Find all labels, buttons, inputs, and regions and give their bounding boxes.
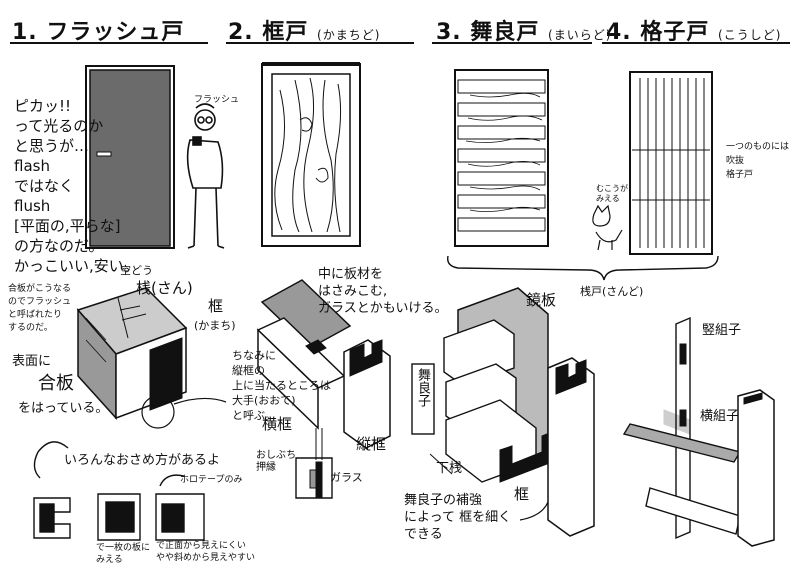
- maira-note: 舞良子の補強 によって 框を細く できる: [404, 493, 512, 542]
- label-frame-reading: (かまち): [194, 319, 236, 332]
- label-bottom-rail: 横框: [262, 415, 293, 433]
- cutaway-note: 合板がこうなる のでフラッシュ と呼ばれたり するのだ。: [8, 284, 72, 333]
- frame-trivia: ちなみに 縦框の 上に当たるところは 大手(おおて) と呼ぶ。: [232, 349, 331, 422]
- frame-door-drawing: [261, 62, 361, 247]
- lattice-door-drawing: [629, 71, 713, 255]
- fit-note: いろんなおさめ方があるよ: [64, 453, 221, 468]
- section-title-flush: 1. フラッシュ戸: [12, 14, 184, 46]
- leader-line: [429, 453, 453, 475]
- label-lower-rail: 下桟: [436, 461, 463, 476]
- maira-door-drawing: [454, 69, 549, 247]
- label-vertical-stile: 縦框: [356, 435, 387, 453]
- label-vertical-lattice: 竪組子: [702, 323, 742, 338]
- section-name: 舞良戸: [470, 20, 540, 45]
- label-cross-rail: 桟戸(さんど): [580, 285, 644, 298]
- label-mirror-board: 鏡板: [526, 291, 557, 309]
- brace-under-doors: [447, 255, 719, 281]
- detail-circle: [141, 395, 175, 429]
- label-stop-bead: おしぶち 押縁: [256, 450, 297, 473]
- section-name: 格子戸: [640, 20, 710, 45]
- section-number: 3.: [436, 20, 462, 45]
- section-reading: (こうしど): [718, 28, 782, 42]
- label-horizontal-lattice: 横組子: [700, 409, 740, 424]
- section-title-maira-door: 3. 舞良戸 (まいらど): [436, 14, 611, 46]
- speech-label: フラッシュ: [194, 95, 240, 105]
- flush-cutaway-drawing: [76, 287, 188, 420]
- flush-door-drawing: [85, 65, 175, 249]
- cat-sketch: [592, 204, 623, 251]
- label-stile: 框: [514, 485, 530, 503]
- cat-note: むこうが みえる: [596, 184, 628, 203]
- leader-line: [173, 397, 227, 405]
- fit-caption-2: で正面から見えにくい やや斜めから見えやすい: [156, 541, 256, 563]
- edge-tape-label: ホロテープのみ: [180, 475, 243, 485]
- section-number: 1.: [12, 20, 38, 45]
- title-underline: [10, 42, 208, 44]
- title-underline: [602, 42, 790, 44]
- section-title-frame-door: 2. 框戸 (かまちど): [228, 14, 380, 46]
- section-number: 4.: [606, 20, 632, 45]
- muntin-note: 一つのものには 吹抜 格子戸: [726, 142, 790, 180]
- section-number: 2.: [228, 20, 254, 45]
- section-name: フラッシュ戸: [46, 20, 185, 45]
- section-title-lattice-door: 4. 格子戸 (こうしど): [606, 14, 781, 46]
- frame-cutaway-drawing: [256, 279, 391, 499]
- label-rail: 桟(さん): [136, 279, 193, 297]
- title-underline: [432, 42, 592, 44]
- section-reading: (かまちど): [317, 28, 381, 42]
- surface-plywood: 合板: [38, 373, 74, 394]
- section-reading: (まいらど): [548, 28, 612, 42]
- flush-caption: ピカッ!! って光るのか と思うが… flash ではなく flush [平面の…: [14, 97, 139, 275]
- section-name: 框戸: [262, 20, 309, 45]
- surface-end: をはっている。: [18, 401, 109, 416]
- label-frame-title: 框: [208, 297, 224, 315]
- person-sketch: [186, 103, 225, 249]
- fit-caption-1: で一枚の板に みえる: [96, 543, 151, 565]
- label-maira-slat: 舞良子: [415, 368, 430, 407]
- title-underline: [226, 42, 414, 44]
- label-hollow: 空どう: [120, 264, 153, 277]
- leader-line: [519, 501, 549, 521]
- lattice-joint-drawing: [622, 316, 775, 547]
- fitting-variants: [33, 441, 205, 541]
- label-glass: ガラス: [330, 471, 363, 484]
- surface-note: 表面に: [12, 354, 52, 369]
- maira-cutaway-drawing: [411, 287, 595, 537]
- frame-inner-note: 中に板材を はさみこむ, ガラスとかもいける。: [318, 267, 448, 316]
